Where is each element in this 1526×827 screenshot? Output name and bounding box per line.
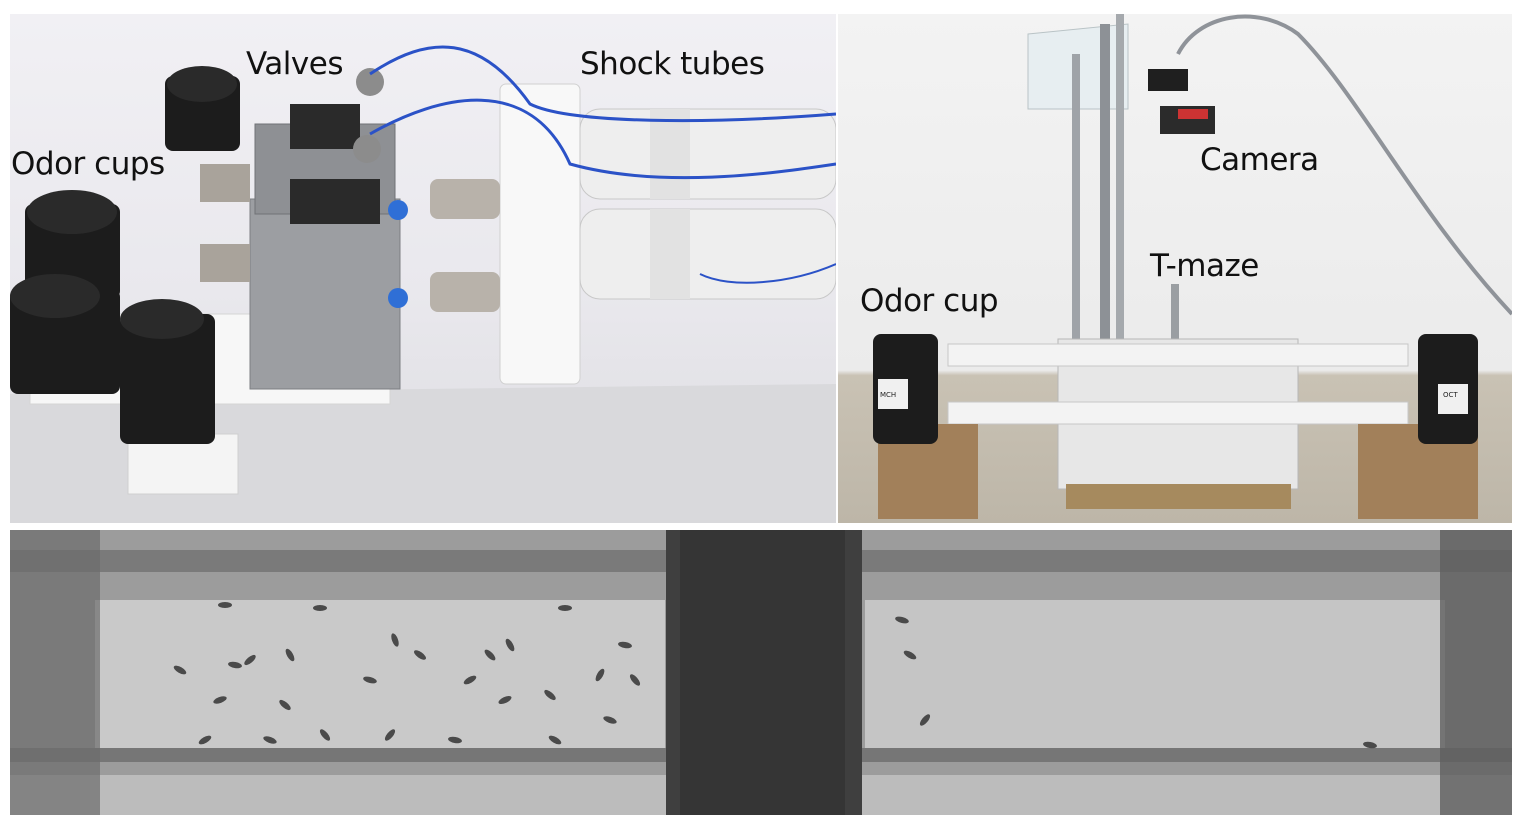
fly-mark bbox=[919, 714, 931, 726]
valves-apparatus-illustration bbox=[10, 45, 836, 523]
fly-mark bbox=[244, 654, 256, 666]
fly-mark bbox=[213, 696, 227, 704]
fly-mark bbox=[228, 661, 242, 669]
odor-cup-tag-left: MCH bbox=[880, 391, 897, 399]
fly-mark bbox=[505, 638, 515, 652]
valves-label: Valves bbox=[246, 46, 343, 82]
fly-mark bbox=[313, 605, 327, 611]
t-maze-photo-panel bbox=[838, 14, 1512, 523]
fly-mark bbox=[618, 641, 632, 649]
fly-mark bbox=[558, 605, 572, 611]
fly-tube-grayscale-image bbox=[10, 530, 1512, 815]
t-maze-label: T-maze bbox=[1150, 248, 1259, 284]
fly-mark bbox=[544, 689, 556, 701]
fly-mark bbox=[319, 729, 331, 741]
camera-label: Camera bbox=[1200, 142, 1319, 178]
fly-mark bbox=[448, 736, 462, 744]
fly-mark bbox=[903, 650, 917, 660]
fly-mark bbox=[548, 735, 562, 745]
odor-cup-tag-right: OCT bbox=[1443, 391, 1458, 399]
fly-mark bbox=[414, 650, 426, 660]
fly-mark bbox=[498, 695, 512, 705]
fly-mark bbox=[895, 616, 909, 624]
fly-mark bbox=[285, 648, 295, 662]
fly-mark bbox=[263, 736, 277, 744]
fly-mark bbox=[603, 716, 617, 724]
fly-mark bbox=[629, 674, 641, 686]
fly-mark bbox=[198, 735, 212, 745]
fly-mark bbox=[363, 676, 377, 684]
odor-cups-label: Odor cups bbox=[11, 146, 165, 182]
valves-photo-panel bbox=[10, 14, 836, 523]
fly-mark bbox=[391, 633, 399, 647]
odor-cup-label: Odor cup bbox=[860, 283, 999, 319]
fly-mark bbox=[218, 602, 232, 608]
fly-mark bbox=[595, 668, 605, 682]
fly-camera-view-panel bbox=[10, 530, 1512, 815]
fly-mark bbox=[1363, 741, 1377, 749]
t-maze-apparatus-illustration bbox=[873, 14, 1512, 519]
shock-tubes-label: Shock tubes bbox=[580, 46, 765, 82]
fly-mark bbox=[173, 665, 187, 675]
fly-mark bbox=[484, 649, 496, 661]
fly-mark bbox=[384, 729, 396, 741]
fly-mark bbox=[279, 699, 291, 711]
fly-mark bbox=[463, 675, 477, 685]
